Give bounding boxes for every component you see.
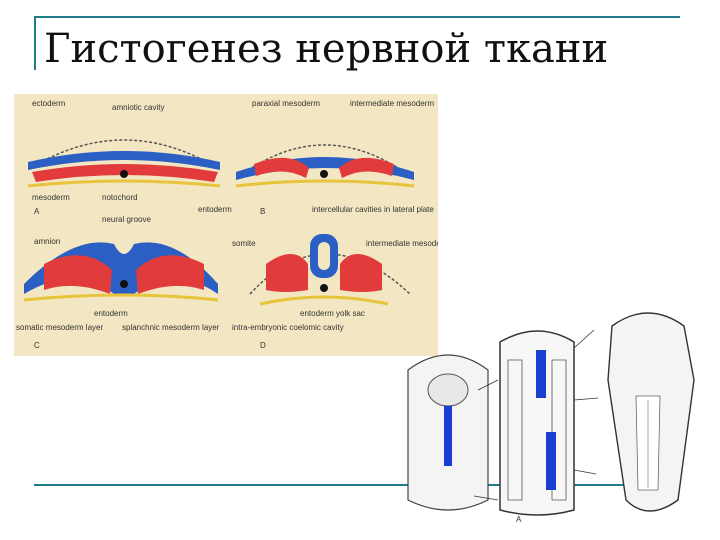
label-mesoderm: mesoderm (32, 193, 70, 202)
label-section-c: C (34, 341, 40, 350)
top-rule (34, 16, 680, 18)
label-ectoderm: ectoderm (32, 99, 66, 108)
label-somite: somite (232, 239, 256, 248)
page-title: Гистогенез нервной ткани (44, 26, 608, 72)
label-somatic-mesoderm: somatic mesoderm layer (16, 323, 103, 332)
label-intercellular-cavities: intercellular cavities in lateral plate (312, 205, 434, 214)
cross-section-figure: ectoderm amniotic cavity mesoderm notoch… (14, 94, 438, 356)
label-amnion: amnion (34, 237, 60, 246)
embryo-sketch-3 (608, 313, 694, 511)
embryo-sketch-2: A (500, 330, 598, 524)
label-paraxial-mesoderm: paraxial mesoderm (252, 99, 320, 108)
label-amniotic-cavity: amniotic cavity (112, 103, 164, 112)
label-entoderm-yolk-sac: entoderm yolk sac (300, 309, 365, 318)
label-section-b: B (260, 207, 265, 216)
label-entoderm: entoderm (198, 205, 232, 214)
embryo-dorsal-sketches: A (398, 300, 716, 528)
section-c: neural groove amnion entoderm somatic me… (16, 215, 220, 350)
label-intermediate-mesoderm-d: intermediate mesoderm (366, 239, 438, 248)
sketches-svg: A (398, 300, 716, 528)
section-a: ectoderm amniotic cavity mesoderm notoch… (28, 99, 220, 216)
sketch-label: A (516, 515, 522, 524)
label-notochord: notochord (102, 193, 138, 202)
label-section-a: A (34, 207, 40, 216)
label-splanchnic-mesoderm: splanchnic mesoderm layer (122, 323, 220, 332)
section-b: paraxial mesoderm intermediate mesoderm … (198, 99, 434, 216)
label-intra-embryonic-cavity: intra-embryonic coelomic cavity (232, 323, 344, 332)
embryo-sketch-1 (408, 355, 498, 510)
label-section-d: D (260, 341, 266, 350)
left-rule (34, 16, 36, 70)
cross-sections-svg: ectoderm amniotic cavity mesoderm notoch… (14, 94, 438, 356)
label-neural-groove: neural groove (102, 215, 151, 224)
label-entoderm-c: entoderm (94, 309, 128, 318)
label-intermediate-mesoderm: intermediate mesoderm (350, 99, 434, 108)
